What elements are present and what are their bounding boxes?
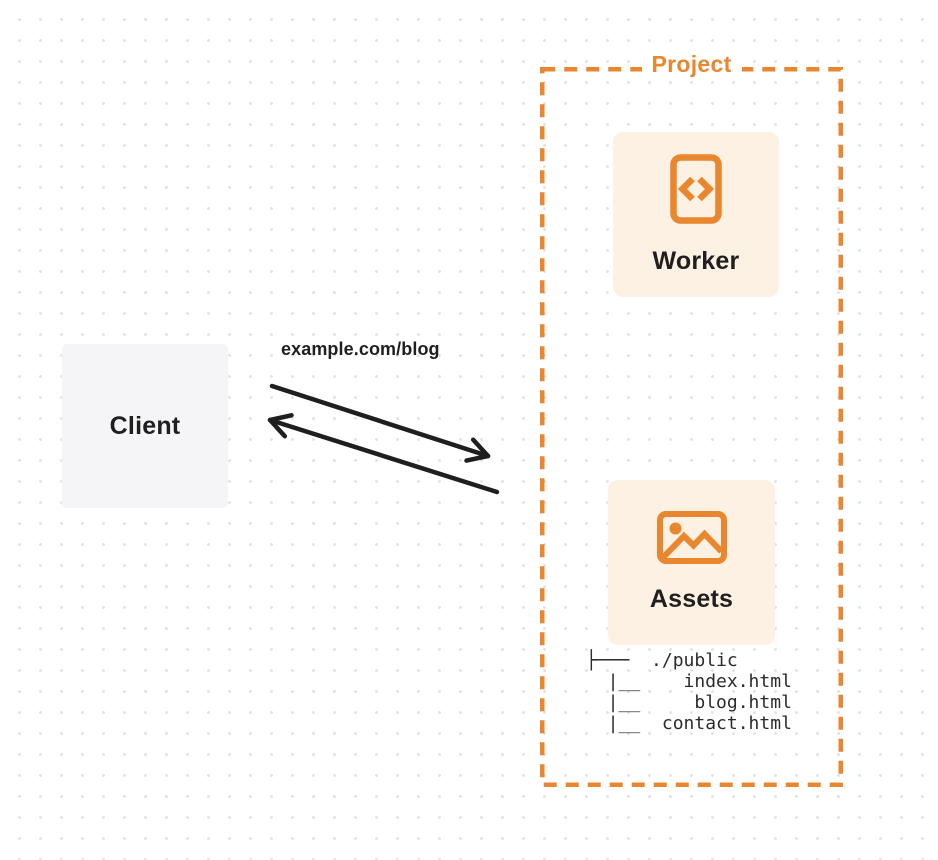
code-file-icon [670, 153, 722, 224]
request-arrow [269, 383, 491, 463]
client-node: Client [62, 344, 228, 508]
image-icon [656, 511, 727, 564]
assets-node: Assets [608, 480, 775, 645]
project-container: Project [540, 51, 843, 787]
worker-node: Worker [613, 132, 779, 297]
assets-label: Assets [649, 585, 734, 613]
project-title: Project [641, 51, 742, 78]
request-url-label: example.com/blog [281, 339, 440, 359]
assets-file-tree: ├─── ./public |__ index.html |__ blog.ht… [586, 650, 792, 734]
worker-label: Worker [652, 246, 740, 275]
client-label: Client [109, 411, 181, 440]
response-arrow [267, 413, 500, 495]
